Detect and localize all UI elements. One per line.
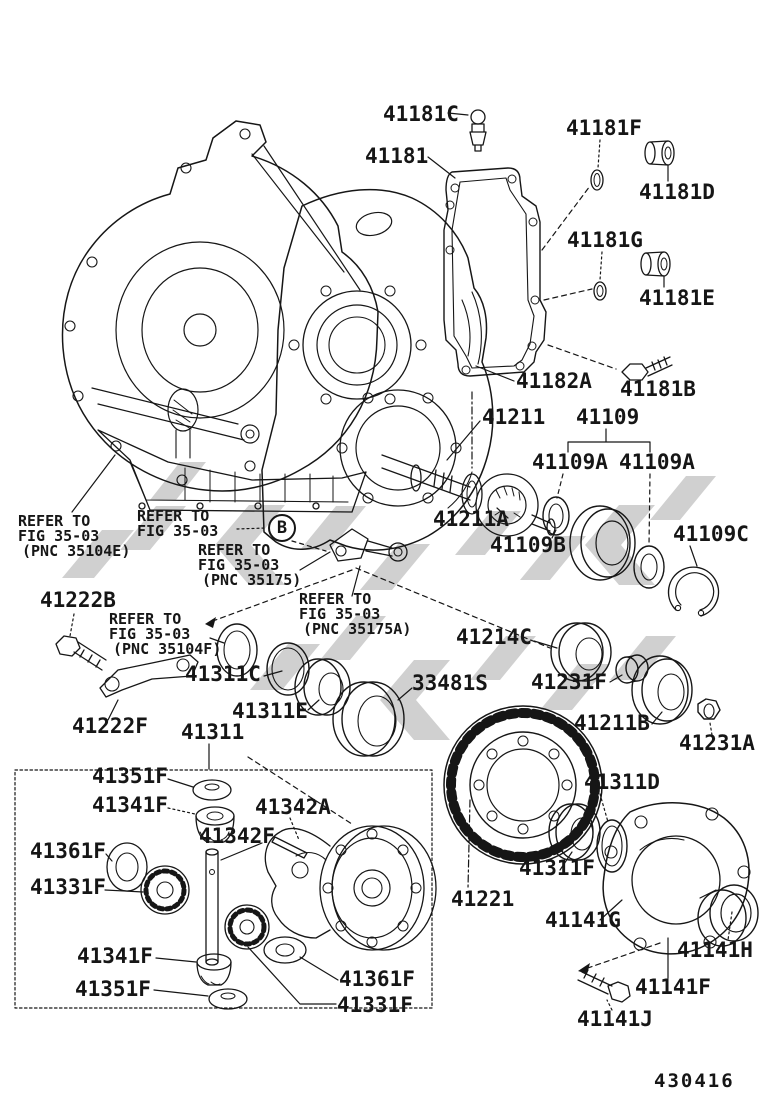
lever-drawing [329, 528, 408, 562]
part-label-41109A-2: 41109A [619, 450, 695, 474]
part-label-41311E: 41311E [232, 699, 308, 723]
part-label-41214C: 41214C [456, 625, 532, 649]
part-label-41351F-2: 41351F [75, 977, 151, 1001]
refer-note-line: REFER TO [198, 541, 271, 559]
bolt-41181B-drawing [621, 356, 673, 381]
part-label-41341F-2: 41341F [77, 944, 153, 968]
part-label-41331F-2: 41331F [337, 993, 413, 1017]
side-bearing-41311F-drawing [548, 803, 628, 873]
refer-note-35175A: REFER TO FIG 35-03 (PNC 35175A) [299, 592, 411, 637]
part-label-41341F: 41341F [92, 793, 168, 817]
refer-note-line: REFER TO [18, 512, 91, 530]
part-label-41231F: 41231F [531, 670, 607, 694]
part-label-41182A: 41182A [516, 369, 592, 393]
gasket-drawing [443, 167, 547, 377]
part-label-41331F: 41331F [30, 875, 106, 899]
refer-note-line: (PNC 35104E) [22, 542, 131, 560]
part-label-41181C: 41181C [383, 102, 459, 126]
transaxle-case-drawing [261, 188, 494, 551]
part-label-41141G: 41141G [545, 908, 621, 932]
plug-41181D-drawing [644, 140, 675, 166]
part-label-41361F: 41361F [30, 839, 106, 863]
part-label-33481S: 33481S [412, 671, 488, 695]
part-label-41351F: 41351F [92, 764, 168, 788]
part-label-41109B: 41109B [490, 533, 566, 557]
part-label-41222F: 41222F [72, 714, 148, 738]
seal-row-drawing [216, 623, 405, 757]
leader-lines [69, 112, 733, 1011]
refer-note-35104E: REFER TO FIG 35-03 (PNC 35104E) [18, 514, 130, 559]
oil-pan-drawing [97, 388, 367, 513]
refer-note-line: (PNC 35175A) [303, 620, 412, 638]
part-label-41342F: 41342F [199, 824, 275, 848]
part-label-41141H: 41141H [677, 938, 753, 962]
part-label-41311: 41311 [181, 720, 245, 744]
diff-kit-box-drawing [14, 769, 437, 1010]
refer-note-35104F: REFER TO FIG 35-03 (PNC 35104F) [109, 612, 221, 657]
refer-note-line: (PNC 35175) [202, 571, 302, 589]
refer-note-line: FIG 35-03 [137, 522, 219, 540]
snap-ring-41109C-drawing [667, 566, 720, 617]
part-label-41361F-2: 41361F [339, 967, 415, 991]
part-label-41181: 41181 [365, 144, 429, 168]
part-label-41181B: 41181B [620, 377, 696, 401]
part-label-41109C: 41109C [673, 522, 749, 546]
refer-note-line: REFER TO [137, 507, 210, 525]
part-label-41211B: 41211B [574, 711, 650, 735]
part-label-41109A: 41109A [532, 450, 608, 474]
part-label-41211A: 41211A [433, 507, 509, 531]
part-label-41231A: 41231A [679, 731, 755, 755]
oring-41181G-drawing [593, 281, 607, 301]
figure-code: 430416 [654, 1070, 735, 1092]
ring-gear-41221-drawing [443, 705, 603, 865]
part-label-41181D: 41181D [639, 180, 715, 204]
callout-b-circle: B [268, 514, 296, 542]
part-label-41221: 41221 [451, 887, 515, 911]
part-label-41311F: 41311F [519, 856, 595, 880]
diff-bearing-row-drawing [550, 622, 721, 725]
part-label-41222B: 41222B [40, 588, 116, 612]
sensor-41181C-drawing [469, 109, 487, 152]
part-label-41181E: 41181E [639, 286, 715, 310]
part-label-41342A: 41342A [255, 795, 331, 819]
diff-carrier-41141G-drawing [602, 802, 759, 955]
refer-note-line: FIG 35-03 [109, 625, 191, 643]
bolt-41141J-drawing [577, 969, 631, 1003]
bolt-41222B-drawing [55, 635, 107, 671]
refer-note-line: REFER TO [299, 590, 372, 608]
leader-arrowheads [205, 617, 590, 974]
refer-note-b: REFER TO FIG 35-03 [137, 509, 218, 539]
fork-41222F-drawing [99, 654, 199, 698]
refer-note-line: FIG 35-03 [18, 527, 100, 545]
part-label-41109: 41109 [576, 405, 640, 429]
transaxle-housing-drawing [61, 120, 379, 492]
part-label-41311D: 41311D [584, 770, 660, 794]
refer-note-line: (PNC 35104F) [113, 640, 222, 658]
part-label-41141J: 41141J [577, 1007, 653, 1031]
part-label-41181G: 41181G [567, 228, 643, 252]
refer-note-line: FIG 35-03 [299, 605, 381, 623]
refer-note-line: REFER TO [109, 610, 182, 628]
refer-note-line: FIG 35-03 [198, 556, 280, 574]
part-label-41211: 41211 [482, 405, 546, 429]
bearing-set-41109-drawing [542, 496, 665, 589]
oring-41181F-drawing [590, 169, 604, 191]
part-label-41141F: 41141F [635, 975, 711, 999]
part-label-41311C: 41311C [185, 662, 261, 686]
output-shaft-41211-drawing [381, 454, 556, 537]
refer-note-35175: REFER TO FIG 35-03 (PNC 35175) [198, 543, 301, 588]
plug-41181E-drawing [640, 251, 671, 277]
part-label-41181F: 41181F [566, 116, 642, 140]
